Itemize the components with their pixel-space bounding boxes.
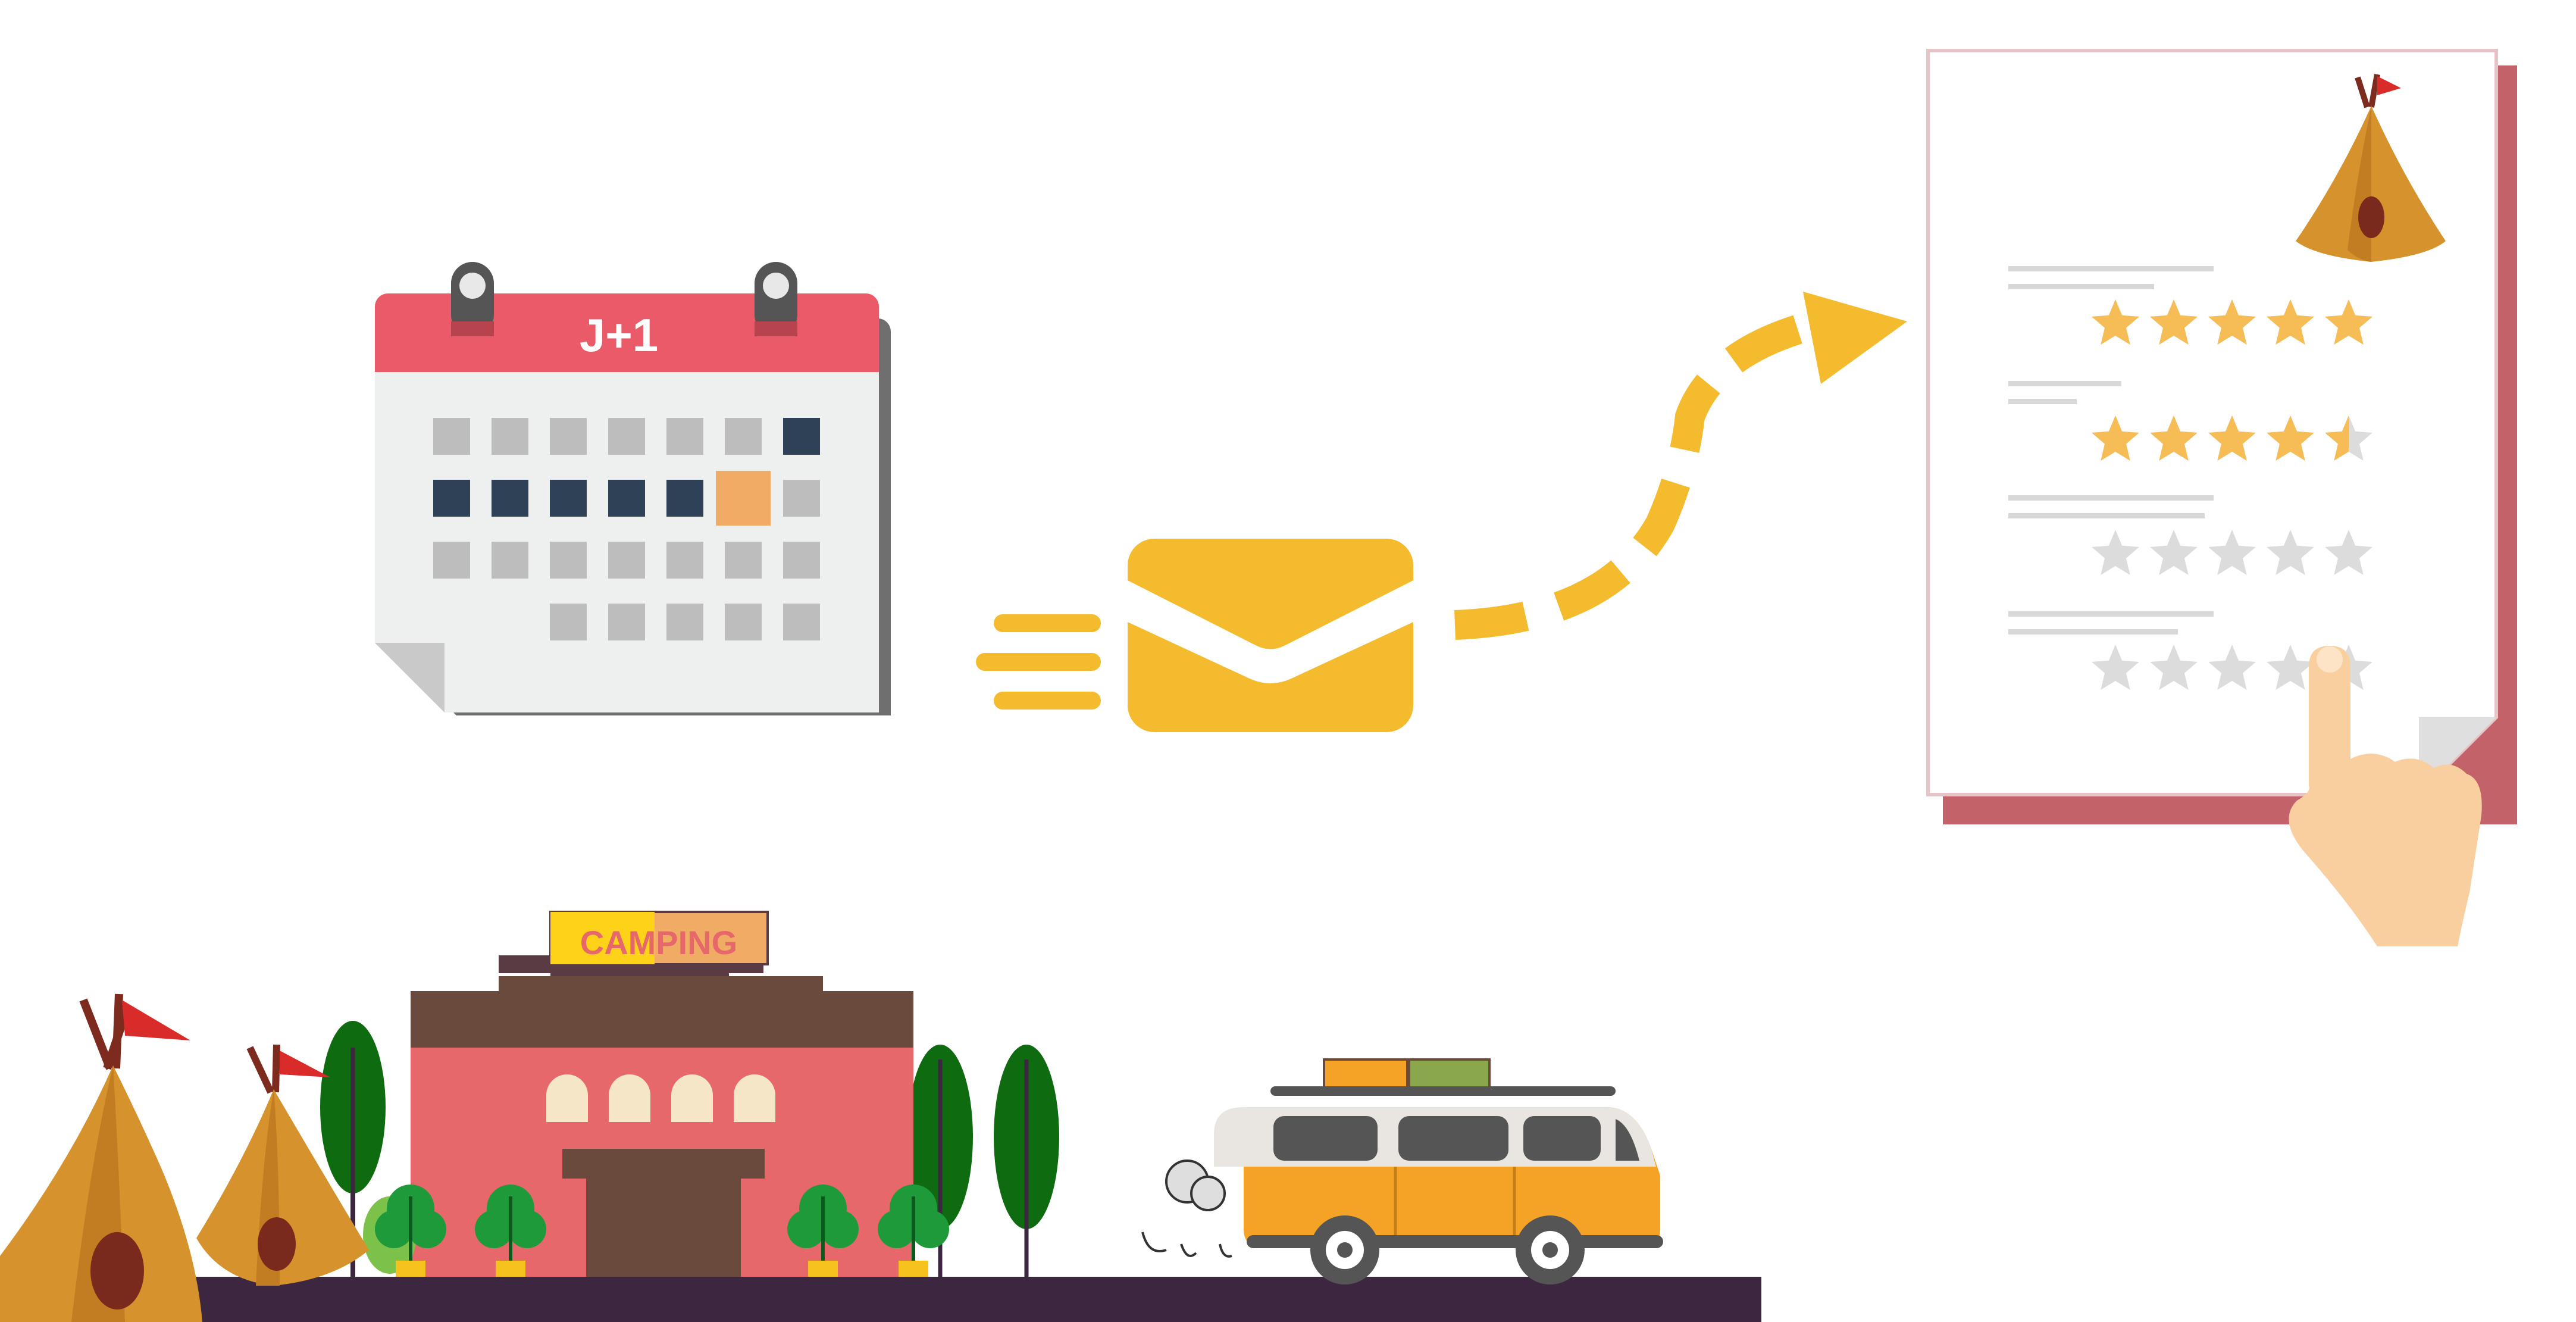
calendar-day-highlighted bbox=[716, 471, 771, 526]
speed-line bbox=[994, 614, 1101, 632]
calendar-day bbox=[492, 418, 528, 455]
speed-line bbox=[994, 692, 1101, 710]
star-icon[interactable] bbox=[2325, 530, 2372, 575]
tent-logo-icon bbox=[2296, 74, 2446, 262]
ground bbox=[0, 1277, 1761, 1322]
calendar-day bbox=[433, 542, 470, 579]
calendar-day bbox=[608, 480, 645, 517]
small-tree-icon bbox=[475, 1185, 546, 1277]
camping-sign: CAMPING bbox=[549, 911, 769, 965]
star-rating-row[interactable] bbox=[2092, 299, 2372, 345]
calendar-day bbox=[492, 480, 528, 517]
calendar-day bbox=[725, 418, 762, 455]
pointing-hand-icon bbox=[2289, 646, 2482, 946]
calendar-day bbox=[666, 542, 703, 579]
dashed-curved-arrow bbox=[1454, 292, 1907, 640]
calendar-ring-left bbox=[451, 262, 494, 336]
calendar-day bbox=[550, 604, 587, 640]
calendar-day bbox=[783, 480, 820, 517]
calendar-day bbox=[666, 480, 703, 517]
tree-icon bbox=[994, 1045, 1059, 1277]
calendar-day bbox=[725, 604, 762, 640]
star-icon[interactable] bbox=[2208, 645, 2256, 690]
calendar-day bbox=[783, 604, 820, 640]
tree-icon bbox=[320, 1021, 386, 1277]
small-tree-icon bbox=[878, 1185, 949, 1277]
camper-van-icon bbox=[1141, 1058, 1663, 1285]
star-icon-filled bbox=[2325, 299, 2372, 345]
star-icon[interactable] bbox=[2092, 645, 2139, 690]
review-text-lines bbox=[2008, 266, 2214, 635]
star-icon-filled bbox=[2267, 299, 2314, 345]
star-icon-filled bbox=[2208, 415, 2256, 461]
small-tree-icon bbox=[375, 1185, 446, 1277]
calendar-day bbox=[608, 604, 645, 640]
star-icon[interactable] bbox=[2267, 530, 2314, 575]
calendar-day bbox=[433, 418, 470, 455]
camping-sign-label: CAMPING bbox=[580, 924, 737, 961]
calendar-day bbox=[608, 542, 645, 579]
wheel bbox=[1516, 1215, 1585, 1285]
envelope-icon bbox=[976, 539, 1413, 732]
small-tree-list bbox=[375, 1185, 949, 1277]
star-rating-row[interactable] bbox=[2092, 415, 2372, 461]
star-icon[interactable] bbox=[2208, 530, 2256, 575]
star-icon-filled bbox=[2325, 415, 2349, 461]
star-icon-filled bbox=[2267, 415, 2314, 461]
calendar-day bbox=[608, 418, 645, 455]
calendar-day bbox=[492, 542, 528, 579]
review-document-icon bbox=[1926, 49, 2517, 946]
campsite-scene: CAMPING bbox=[0, 911, 1761, 1322]
calendar-day bbox=[783, 542, 820, 579]
wheel bbox=[1310, 1215, 1379, 1285]
star-rating-row[interactable] bbox=[2092, 530, 2372, 575]
calendar-day bbox=[550, 480, 587, 517]
calendar-day bbox=[666, 418, 703, 455]
calendar-day bbox=[550, 542, 587, 579]
calendar-day bbox=[433, 480, 470, 517]
tent-icon bbox=[196, 1044, 369, 1286]
star-icon-filled bbox=[2150, 299, 2198, 345]
calendar-day bbox=[666, 604, 703, 640]
star-icon[interactable] bbox=[2267, 645, 2314, 690]
star-icon-filled bbox=[2150, 415, 2198, 461]
calendar-icon: J+1 bbox=[375, 262, 891, 715]
calendar-day bbox=[725, 542, 762, 579]
calendar-day-grid bbox=[433, 418, 820, 640]
exhaust-smoke-icon bbox=[1141, 1160, 1232, 1258]
tent-icon bbox=[0, 993, 202, 1322]
calendar-day bbox=[783, 418, 820, 455]
star-rating-list bbox=[2092, 299, 2372, 690]
star-icon-filled bbox=[2092, 299, 2139, 345]
calendar-day bbox=[550, 418, 587, 455]
calendar-header-label: J+1 bbox=[580, 309, 658, 361]
small-tree-icon bbox=[787, 1185, 859, 1277]
star-icon[interactable] bbox=[2092, 530, 2139, 575]
star-icon-filled bbox=[2092, 415, 2139, 461]
calendar-ring-right bbox=[755, 262, 797, 336]
star-icon-filled bbox=[2208, 299, 2256, 345]
star-icon[interactable] bbox=[2150, 645, 2198, 690]
speed-line bbox=[976, 653, 1101, 671]
star-icon[interactable] bbox=[2150, 530, 2198, 575]
